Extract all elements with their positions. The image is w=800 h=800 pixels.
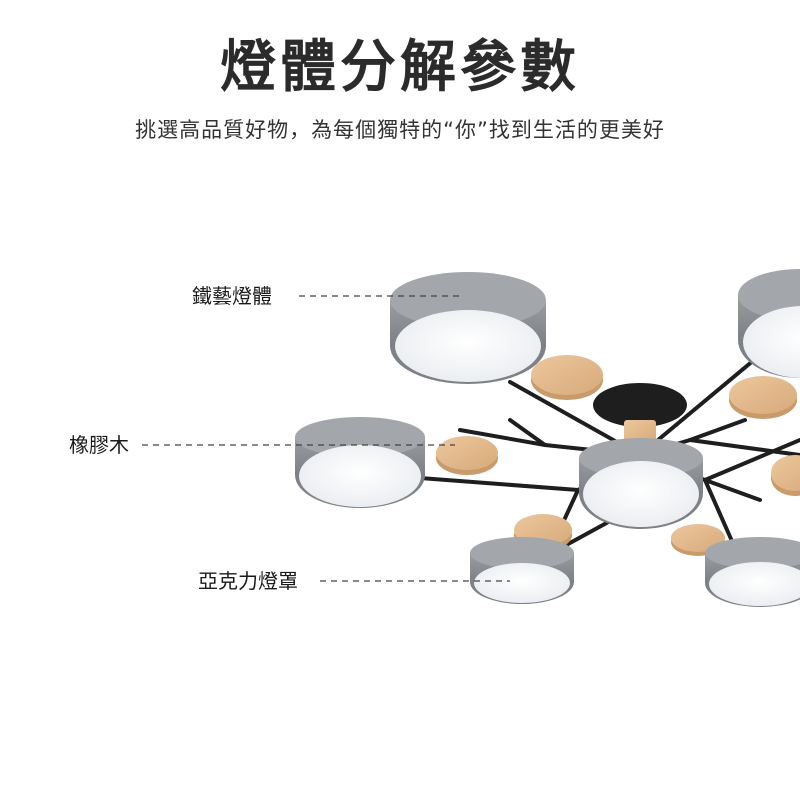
shade-mid-left: [295, 417, 425, 508]
page-title: 燈體分解參數: [220, 35, 580, 100]
shade-center: [579, 438, 703, 529]
callout-rubber-wood: 橡膠木: [69, 433, 129, 457]
shade-top-left: [390, 272, 546, 384]
shade-bottom-right: [705, 537, 800, 607]
callout-leaders: [142, 295, 510, 582]
page-subtitle: 挑選高品質好物，為每個獨特的“你”找到生活的更美好: [135, 118, 665, 142]
callout-acrylic-shade: 亞克力燈罩: [198, 569, 298, 593]
shade-bottom-left: [470, 537, 574, 604]
shade-top-right: [738, 269, 800, 378]
callout-iron-body: 鐵藝燈體: [192, 284, 272, 308]
wood-collar: [624, 420, 656, 442]
